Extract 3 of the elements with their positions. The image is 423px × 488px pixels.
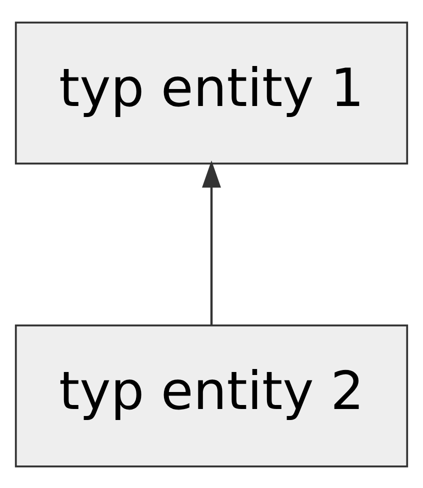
arrow bbox=[202, 160, 221, 324]
node-box: typ entity 2 bbox=[14, 324, 408, 467]
node-box: typ entity 1 bbox=[14, 21, 408, 164]
